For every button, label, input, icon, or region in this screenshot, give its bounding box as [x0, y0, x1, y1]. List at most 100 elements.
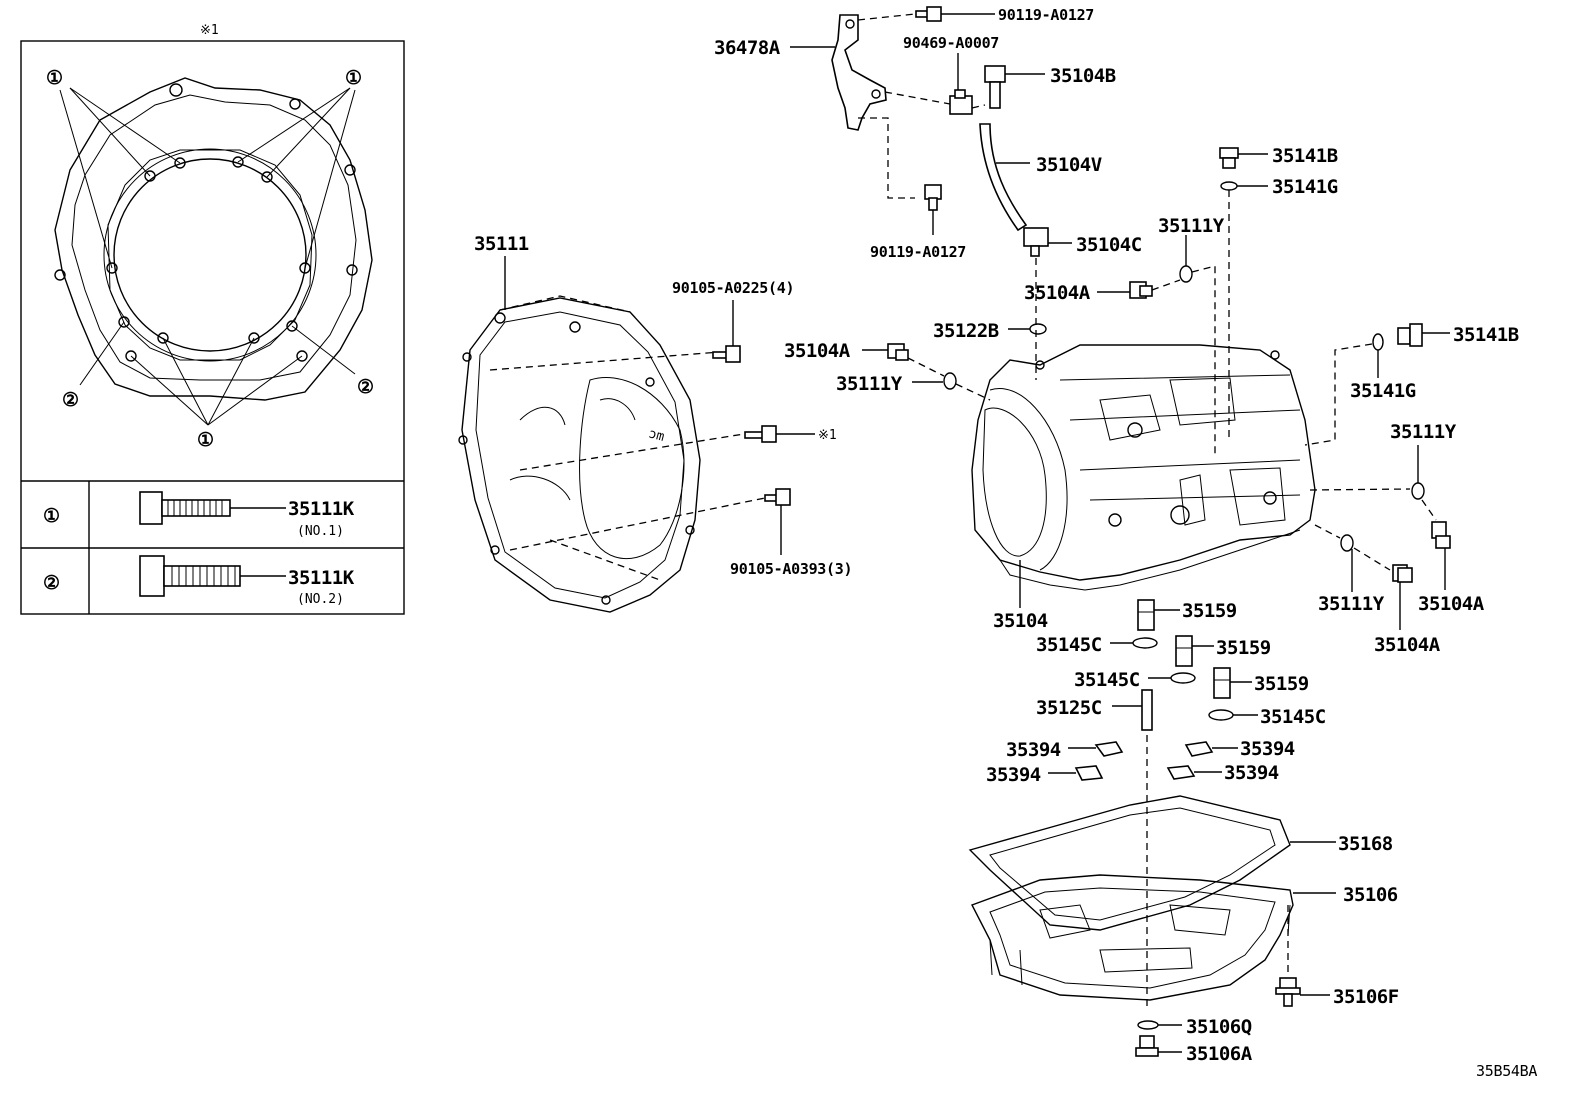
legend-sub-2: (NO.2) — [297, 592, 344, 607]
label-note-1: ※1 — [818, 428, 837, 443]
housing-bolt-low-icon — [764, 488, 791, 506]
bolt-no1-icon — [139, 491, 231, 525]
label-35394-a: 35394 — [1006, 739, 1061, 761]
label-35145c-b: 35145C — [1074, 669, 1140, 691]
label-35104b: 35104B — [1050, 65, 1116, 87]
plug-35104a-upper-icon — [1129, 281, 1153, 299]
bolt-35106f-icon — [1275, 977, 1301, 1007]
label-90105-a0393: 90105-A0393(3) — [730, 560, 852, 578]
legend-part-1: 35111K — [288, 498, 355, 520]
label-35104a-left: 35104A — [784, 340, 851, 362]
pipe-35125c-icon — [1141, 689, 1153, 731]
legend-marker-2: ② — [43, 572, 60, 594]
part-labels: 36478A 90119-A0127 90469-A0007 35104B 35… — [474, 6, 1519, 1065]
plug-35104a-right-icon — [1431, 521, 1451, 549]
label-35122b: 35122B — [933, 320, 999, 342]
label-35125c: 35125C — [1036, 697, 1102, 719]
callout-1-top-left: ① — [46, 67, 63, 89]
oring-35122b-icon — [1029, 323, 1047, 335]
label-35104c: 35104C — [1076, 234, 1142, 256]
legend-part-2: 35111K — [288, 567, 355, 589]
washer-35145c-b-icon — [1170, 672, 1196, 684]
housing-bolt-top-icon — [712, 345, 741, 363]
clip-90469-icon — [949, 89, 973, 115]
callout-1-top-right: ① — [345, 67, 362, 89]
label-35106a: 35106A — [1186, 1043, 1253, 1065]
bolt-no2-icon — [139, 555, 241, 597]
drain-plug-35106a-icon — [1135, 1035, 1159, 1057]
magnet-35394-d-icon — [1166, 765, 1196, 780]
oring-35111y-upper-icon — [1179, 265, 1193, 283]
label-35159-a: 35159 — [1182, 600, 1237, 622]
inset-note-mark: ※1 — [200, 23, 219, 38]
pin-35159-b-icon — [1175, 635, 1193, 667]
callout-2-right: ② — [357, 376, 374, 398]
oring-35141g-right-icon — [1372, 333, 1384, 351]
magnet-35394-a-icon — [1094, 741, 1124, 757]
sensor-35104b-icon — [984, 65, 1006, 109]
label-35111y-right: 35111Y — [1390, 421, 1457, 443]
washer-35145c-c-icon — [1208, 709, 1234, 721]
label-35159-b: 35159 — [1216, 637, 1271, 659]
label-35168: 35168 — [1338, 833, 1393, 855]
pin-35159-a-icon — [1137, 599, 1155, 631]
label-35145c-c: 35145C — [1260, 706, 1326, 728]
label-35104: 35104 — [993, 610, 1048, 632]
pin-35159-c-icon — [1213, 667, 1231, 699]
svg-text:ɔm: ɔm — [647, 426, 666, 445]
legend-sub-1: (NO.1) — [297, 524, 344, 539]
label-35141b-top: 35141B — [1272, 145, 1338, 167]
label-90105-a0225: 90105-A0225(4) — [672, 279, 794, 297]
label-90119-a0127-top: 90119-A0127 — [998, 6, 1094, 24]
transmission-case-drawing — [971, 344, 1316, 591]
plug-35141b-top-icon — [1219, 147, 1239, 169]
label-35141b-right: 35141B — [1453, 324, 1519, 346]
inset-panel: ※1 — [20, 23, 405, 615]
label-35159-c: 35159 — [1254, 673, 1309, 695]
label-35111: 35111 — [474, 233, 529, 255]
label-35104a-upper: 35104A — [1024, 282, 1091, 304]
label-35104v: 35104V — [1036, 154, 1102, 176]
magnet-35394-c-icon — [1184, 741, 1214, 757]
callout-1-bottom: ① — [197, 429, 214, 451]
label-35111y-left: 35111Y — [836, 373, 903, 395]
label-35104a-lower: 35104A — [1374, 634, 1441, 656]
bracket-36478a-drawing — [831, 14, 887, 131]
oil-pan-35106-drawing — [971, 874, 1294, 1001]
figure-code: 35B54BA — [1476, 1062, 1537, 1080]
label-90469-a0007: 90469-A0007 — [903, 34, 999, 52]
housing-bolt-mid-icon — [744, 425, 777, 443]
callout-2-left: ② — [62, 389, 79, 411]
label-35394-b: 35394 — [986, 764, 1041, 786]
label-35394-d: 35394 — [1224, 762, 1279, 784]
legend-marker-1: ① — [43, 505, 60, 527]
oring-35141g-top-icon — [1220, 181, 1238, 191]
gasket-35106q-icon — [1137, 1020, 1159, 1030]
converter-housing-face-drawing — [54, 77, 373, 426]
bolt-90119-low-icon — [924, 184, 942, 211]
label-35106f: 35106F — [1333, 986, 1399, 1008]
label-35111y-upper: 35111Y — [1158, 215, 1225, 237]
oring-35111y-left-icon — [943, 372, 957, 390]
fitting-35104c-icon — [1023, 227, 1049, 257]
hose-35104v-icon — [979, 123, 1028, 232]
plug-35104a-left-icon — [887, 343, 909, 361]
label-36478a: 36478A — [714, 37, 781, 59]
converter-housing-drawing: ɔm — [458, 297, 701, 613]
label-35106: 35106 — [1343, 884, 1398, 906]
magnet-35394-b-icon — [1074, 765, 1104, 781]
oil-pan-gasket-35168-drawing — [968, 795, 1291, 931]
label-35106q: 35106Q — [1186, 1016, 1252, 1038]
label-35141g-top: 35141G — [1272, 176, 1338, 198]
label-35111y-lower: 35111Y — [1318, 593, 1385, 615]
label-35104a-right: 35104A — [1418, 593, 1485, 615]
oring-35111y-lower-icon — [1340, 534, 1354, 552]
plug-35141b-right-icon — [1397, 323, 1423, 347]
label-35145c-a: 35145C — [1036, 634, 1102, 656]
label-90119-a0127-low: 90119-A0127 — [870, 243, 966, 261]
bolt-90119-top-icon — [915, 6, 942, 22]
washer-35145c-a-icon — [1132, 637, 1158, 649]
inset-frame — [20, 40, 405, 615]
oring-35111y-right-icon — [1411, 482, 1425, 500]
